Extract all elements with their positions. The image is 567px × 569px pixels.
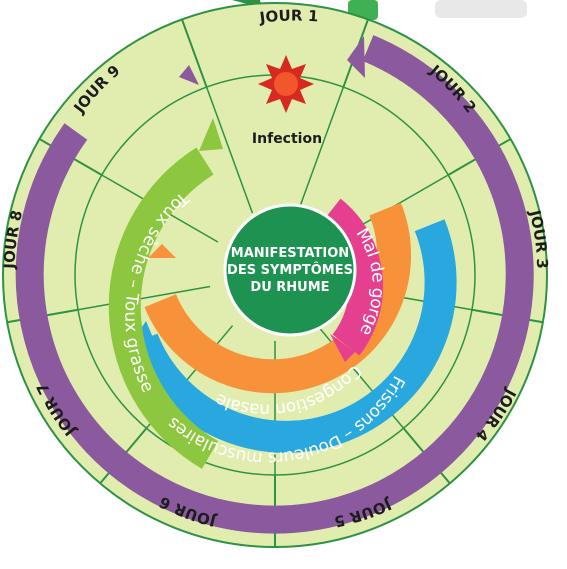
congestion-arrowhead — [148, 244, 176, 258]
infection-label: Infection — [252, 131, 322, 147]
gorge-arrowhead — [330, 334, 355, 362]
duration-arc-arrowhead — [347, 36, 365, 78]
congestion-arc — [144, 202, 412, 394]
card-decoration — [435, 0, 527, 18]
inner-divider — [296, 86, 345, 214]
center-line-1: MANIFESTATION — [231, 246, 349, 261]
frissons-arc — [127, 219, 457, 453]
center-line-2: DES SYMPTÔMES — [227, 262, 353, 278]
day-divider — [181, 19, 208, 88]
center-line-3: DU RHUME — [250, 280, 329, 295]
inner-divider — [77, 285, 211, 311]
gorge-arc — [319, 198, 384, 356]
virus-icon — [258, 55, 314, 113]
day-label-1: JOUR 1 — [258, 6, 319, 27]
center-circle — [223, 203, 357, 337]
duration-arc-start — [179, 65, 199, 85]
inner-divider — [205, 86, 254, 214]
toux-arrowhead — [199, 118, 223, 151]
duration-arc — [15, 35, 534, 534]
toux-arc — [108, 147, 219, 469]
